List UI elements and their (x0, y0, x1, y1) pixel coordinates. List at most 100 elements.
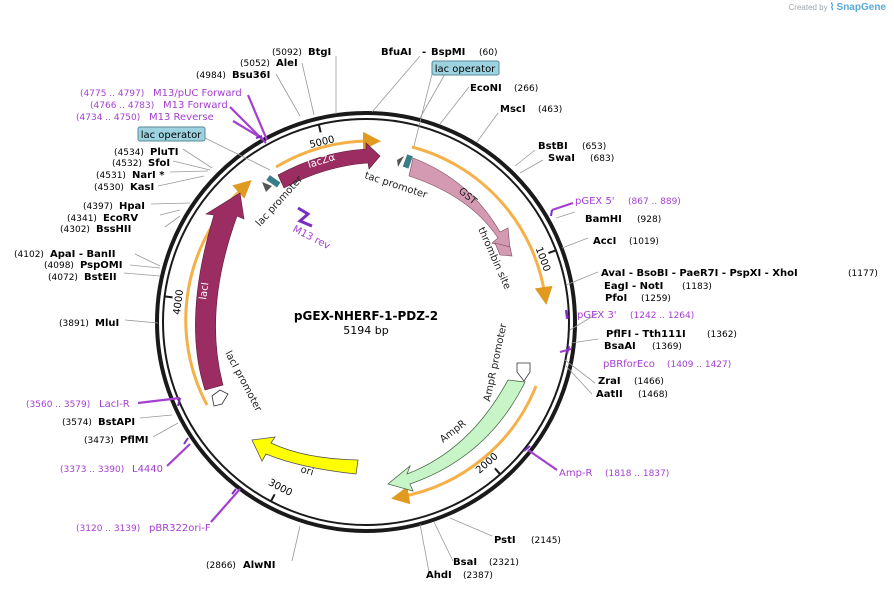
site-alei[interactable]: (5052)AleI (240, 58, 298, 69)
primer-label-m13-rev: M13 rev (291, 224, 332, 252)
site-pluti[interactable]: (4534)PluTI (114, 147, 178, 158)
svg-text:(1818 .. 1837): (1818 .. 1837) (605, 469, 669, 479)
lac-operator-box-left[interactable]: lac operator (137, 126, 206, 142)
feature-laci-promoter-arrow[interactable] (211, 389, 229, 407)
site-pflmi[interactable]: (3473)PflMI (84, 435, 148, 446)
lac-operator-leader-left (204, 137, 271, 171)
plasmid-name: pGEX-NHERF-1-PDZ-2 (294, 309, 438, 323)
svg-text:(3891): (3891) (59, 319, 89, 329)
svg-text:SwaI: SwaI (548, 153, 575, 164)
restriction-sites[interactable]: (5092)BtgI (5052)AleI (4984)Bsu36I BfuAI… (14, 47, 878, 581)
site-swai[interactable]: SwaI(683) (548, 153, 614, 164)
tac-promoter-glyph (397, 156, 404, 167)
primer-m13-puc-forward[interactable]: (4775 .. 4797)M13/pUC Forward (80, 88, 242, 99)
primer-m13-reverse[interactable]: (4734 .. 4750)M13 Reverse (76, 112, 214, 123)
site-bsshii[interactable]: (4302)BssHII (60, 224, 131, 235)
svg-text:(463): (463) (538, 105, 562, 115)
feature-thrombin-arrow[interactable] (494, 242, 513, 257)
site-sfoi[interactable]: (4532)SfoI (112, 158, 170, 169)
primer-amp-r[interactable]: Amp-R (1818 .. 1837) (559, 468, 669, 479)
svg-text:(1177): (1177) (848, 269, 878, 279)
site-ecorv[interactable]: (4341)EcoRV (67, 213, 138, 224)
primer-pbr322ori-f[interactable]: (3120 .. 3139)pBR322ori-F (76, 523, 211, 534)
site-econi[interactable]: EcoNI(266) (470, 83, 538, 94)
svg-text:EagI - NotI: EagI - NotI (604, 281, 663, 292)
svg-text:(4531): (4531) (96, 171, 126, 181)
site-avai-group[interactable]: AvaI - BsoBI - PaeR7I - PspXI - XhoI(117… (601, 268, 878, 279)
svg-text:MluI: MluI (95, 318, 119, 329)
svg-text:(1369): (1369) (652, 342, 682, 352)
site-bsai[interactable]: BsaI(2321) (453, 557, 519, 568)
svg-text:(4775 .. 4797): (4775 .. 4797) (80, 89, 144, 99)
site-psti[interactable]: PstI(2145) (494, 535, 561, 546)
svg-text:(1183): (1183) (682, 282, 712, 292)
site-pflfi-tth111i[interactable]: PflFI - Tth111I(1362) (606, 329, 737, 340)
svg-text:(1259): (1259) (641, 294, 671, 304)
site-eagi-noti[interactable]: EagI - NotI (1183) (604, 281, 712, 292)
site-bstapi[interactable]: (3574)BstAPI (62, 417, 135, 428)
svg-text:BsaAI: BsaAI (604, 341, 636, 352)
site-ahdi[interactable]: AhdI(2387) (426, 570, 493, 581)
site-acci[interactable]: AccI(1019) (593, 236, 659, 247)
site-bamhi[interactable]: BamHI(928) (585, 214, 661, 225)
svg-text:pGEX 5': pGEX 5' (575, 196, 615, 207)
tick-mark-1000 (548, 249, 557, 255)
feature-ampr-arrow[interactable] (387, 379, 526, 492)
svg-text:M13 Forward: M13 Forward (163, 100, 228, 111)
svg-text:(2145): (2145) (531, 536, 561, 546)
primer-m13-forward[interactable]: (4766 .. 4783)M13 Forward (90, 100, 228, 111)
feature-ori-arrow[interactable] (251, 436, 359, 475)
snapgene-brand-name: SnapGene (836, 2, 886, 13)
svg-text:(4534): (4534) (114, 148, 144, 158)
feature-label-laci: lacI (198, 282, 211, 301)
svg-text:Amp-R: Amp-R (559, 468, 593, 479)
svg-text:LacI-R: LacI-R (99, 399, 130, 410)
site-bsaai[interactable]: BsaAI (1369) (604, 341, 682, 352)
leader-lines (123, 55, 599, 573)
m13-rev-glyph (297, 206, 313, 228)
feature-ampr-promoter-arrow[interactable] (516, 362, 531, 382)
svg-text:(4341): (4341) (67, 214, 97, 224)
primer-pbrforeco[interactable]: pBRforEco(1409 .. 1427) (603, 359, 731, 370)
svg-text:(4302): (4302) (60, 225, 90, 235)
site-pfoi[interactable]: PfoI(1259) (605, 293, 671, 304)
svg-text:(1409 .. 1427): (1409 .. 1427) (667, 360, 731, 370)
svg-text:BamHI: BamHI (585, 214, 622, 225)
site-nari[interactable]: (4531)NarI * (96, 170, 165, 181)
lac-operator-label-top: lac operator (435, 64, 496, 75)
site-mlui[interactable]: (3891) MluI (59, 318, 119, 329)
site-hpai[interactable]: (4397)HpaI (83, 201, 145, 212)
primers[interactable]: (4775 .. 4797)M13/pUC Forward (4766 .. 4… (26, 88, 731, 534)
svg-text:(4984): (4984) (196, 71, 226, 81)
primer-pgex-5[interactable]: pGEX 5'(867 .. 889) (575, 196, 681, 207)
feature-laci-arrow[interactable] (195, 192, 245, 391)
primer-laci-r[interactable]: (3560 .. 3579)LacI-R (26, 399, 130, 410)
feature-lacz-arrow[interactable] (277, 142, 381, 189)
site-msci[interactable]: MscI(463) (500, 104, 562, 115)
site-btgi[interactable]: (5092)BtgI (272, 47, 331, 58)
site-zrai[interactable]: ZraI(1466) (598, 376, 664, 387)
site-bsteii[interactable]: (4072)BstEII (48, 272, 117, 283)
svg-text:pGEX 3': pGEX 3' (577, 310, 617, 321)
svg-text:(4734 .. 4750): (4734 .. 4750) (76, 113, 140, 123)
site-alwni[interactable]: (2866)AlwNI (206, 560, 276, 571)
svg-text:BfuAI: BfuAI (381, 47, 412, 58)
lac-operator-box-top[interactable]: lac operator (431, 60, 500, 76)
primer-l4440[interactable]: (3373 .. 3390)L4440 (60, 464, 163, 475)
lac-operator-leader-top (413, 73, 433, 147)
site-bsu36i[interactable]: (4984)Bsu36I (196, 70, 270, 81)
svg-text:(1362): (1362) (707, 330, 737, 340)
primer-pgex-3[interactable]: pGEX 3'(1242 .. 1264) (577, 310, 694, 321)
site-bstbi[interactable]: BstBI(653) (538, 141, 606, 152)
svg-text:(2387): (2387) (463, 571, 493, 581)
site-kasi[interactable]: (4530)KasI (94, 182, 154, 193)
site-apai-banii[interactable]: (4102)ApaI - BanII (14, 249, 115, 260)
svg-text:(5092): (5092) (272, 48, 302, 58)
site-bfuai-bspmi[interactable]: BfuAI-BspMI(60) (381, 47, 497, 58)
svg-text:L4440: L4440 (132, 464, 163, 475)
feature-gst-arrow[interactable] (408, 157, 511, 250)
svg-text:BstBI: BstBI (538, 141, 568, 152)
site-aatii[interactable]: AatII(1468) (596, 389, 668, 400)
site-psp-omi[interactable]: (4098)PspOMI (44, 260, 122, 271)
